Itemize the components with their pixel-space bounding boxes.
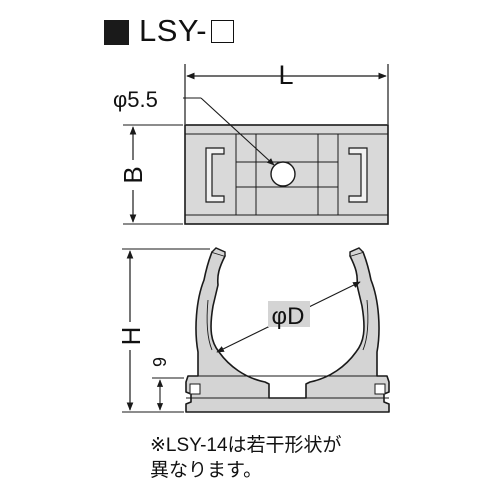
right-clip-slot — [348, 147, 368, 203]
b-label-bg — [122, 160, 144, 190]
left-clip-slot — [205, 147, 225, 203]
width-label: B — [118, 166, 148, 183]
note-line-2: 異なります。 — [150, 460, 263, 481]
clip-body — [185, 251, 390, 413]
right-inner-curve — [362, 299, 369, 351]
title-black-square — [104, 20, 129, 45]
hole-leader-line — [200, 97, 275, 166]
top-view: L φ5.5 — [113, 60, 389, 225]
length-label: L — [278, 60, 293, 90]
height-label: H — [116, 327, 146, 346]
note-line-1: ※LSY-14は若干形状が — [150, 435, 342, 456]
left-inner-curve — [206, 299, 213, 351]
right-notch — [374, 383, 386, 395]
model-title: LSY- — [139, 13, 208, 48]
title-blank-box — [211, 20, 234, 43]
left-notch — [189, 383, 201, 395]
hole-diameter-label: φ5.5 — [113, 87, 158, 112]
base-height-label: 9 — [150, 357, 170, 367]
mounting-hole — [270, 161, 296, 187]
h-label-bg — [118, 322, 142, 350]
front-view: φD H 9 — [116, 247, 390, 413]
d-label-bg — [268, 301, 310, 327]
right-tip — [349, 247, 364, 256]
left-tip — [211, 247, 226, 256]
inner-diameter-label: φD — [272, 303, 305, 330]
